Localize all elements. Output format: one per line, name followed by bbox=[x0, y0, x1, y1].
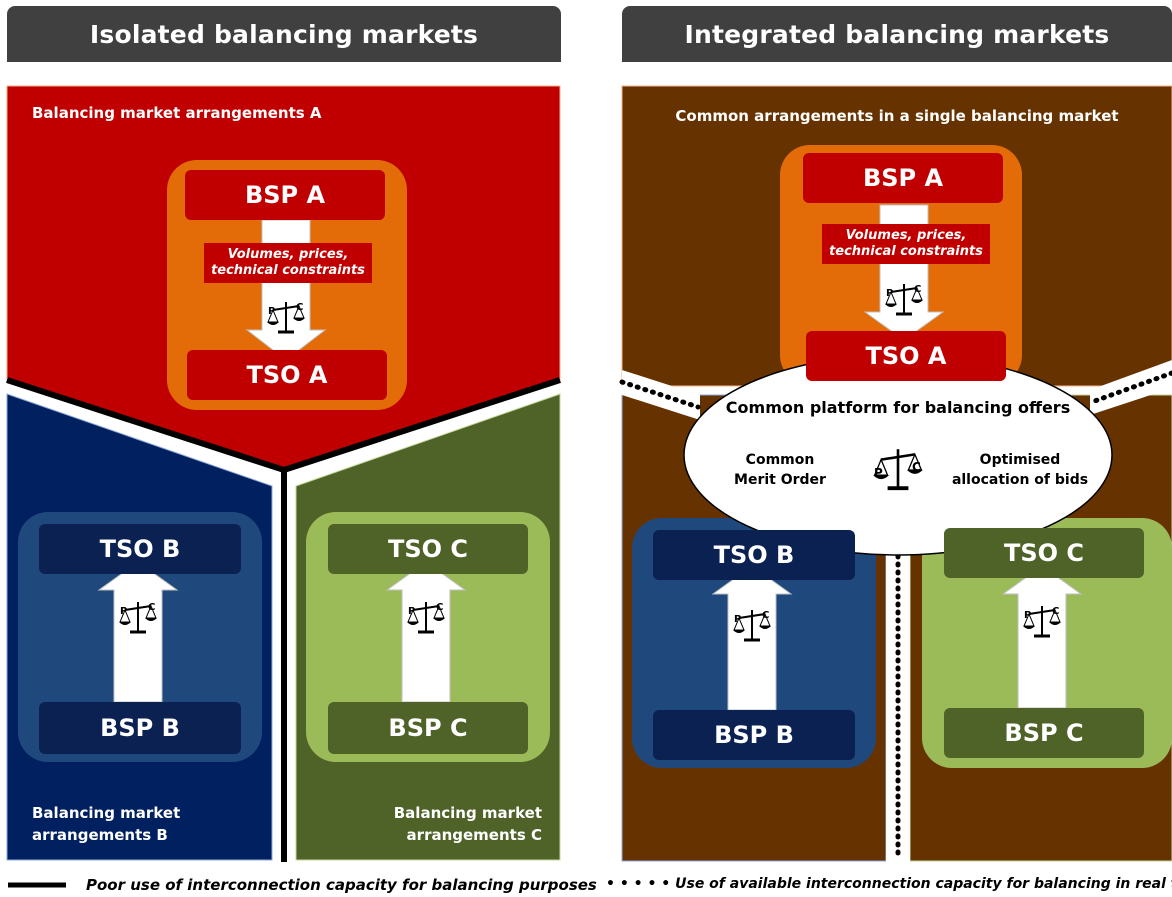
bsp-a-box: BSP A bbox=[185, 170, 385, 220]
platform-right-line1: Optimised bbox=[979, 452, 1061, 468]
platform-left-line1: Common bbox=[745, 452, 815, 468]
bsp-b-box: BSP B bbox=[39, 702, 241, 754]
header-isolated: Isolated balancing markets bbox=[7, 6, 561, 62]
region-right-label: Common arrangements in a single balancin… bbox=[675, 107, 1119, 125]
dotted-band-right bbox=[1090, 360, 1172, 415]
right-tso-a-box: TSO A bbox=[806, 331, 1006, 381]
tso-a-box: TSO A bbox=[187, 350, 387, 400]
legend-solid-text: Poor use of interconnection capacity for… bbox=[86, 876, 597, 894]
region-b-label-line1: Balancing market bbox=[32, 804, 181, 822]
region-b-label: Balancing market arrangements B bbox=[32, 802, 180, 846]
legend-dotted-text: • • • • • Use of available interconnecti… bbox=[606, 876, 1172, 892]
caption-volumes-right: Volumes, prices, technical constraints bbox=[822, 224, 990, 264]
region-c-label-line2: arrangements C bbox=[406, 826, 542, 844]
right-bsp-a-box: BSP A bbox=[803, 153, 1003, 203]
platform-title: Common platform for balancing offers bbox=[725, 398, 1071, 417]
caption-line1-right: Volumes, prices, bbox=[845, 228, 967, 243]
platform-right-label: Optimised allocation of bids bbox=[950, 450, 1090, 490]
right-bsp-b-box: BSP B bbox=[653, 710, 855, 760]
right-tso-c-box: TSO C bbox=[944, 528, 1144, 578]
region-c-label-line1: Balancing market bbox=[393, 804, 542, 822]
header-integrated: Integrated balancing markets bbox=[622, 6, 1172, 62]
caption-volumes-left: Volumes, prices, technical constraints bbox=[204, 243, 372, 283]
platform-right-line2: allocation of bids bbox=[951, 472, 1089, 488]
tso-b-box: TSO B bbox=[39, 524, 241, 574]
right-tso-b-box: TSO B bbox=[653, 530, 855, 580]
caption-line2-right: technical constraints bbox=[829, 244, 983, 259]
region-c-label: Balancing market arrangements C bbox=[394, 802, 542, 846]
region-b-label-line2: arrangements B bbox=[32, 826, 168, 844]
region-a-label: Balancing market arrangements A bbox=[32, 104, 322, 122]
tso-c-box: TSO C bbox=[328, 524, 528, 574]
caption-line2: technical constraints bbox=[211, 263, 365, 278]
right-bsp-c-box: BSP C bbox=[944, 708, 1144, 758]
caption-line1: Volumes, prices, bbox=[227, 247, 349, 262]
bsp-c-box: BSP C bbox=[328, 702, 528, 754]
platform-left-line2: Merit Order bbox=[734, 472, 826, 488]
platform-left-label: Common Merit Order bbox=[720, 450, 840, 490]
